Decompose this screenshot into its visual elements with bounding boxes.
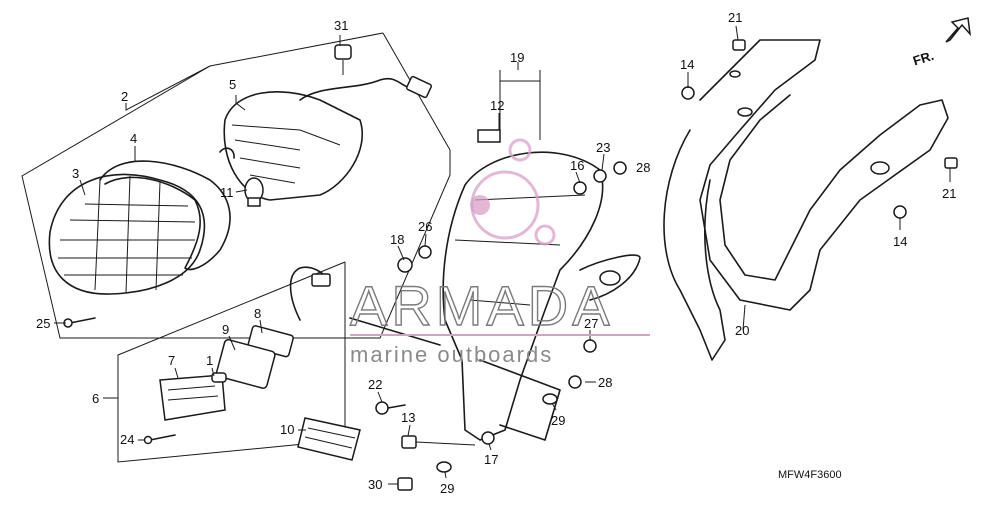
callout-26: 26 [418,219,432,234]
watermark: ARMADA marine outboards [349,138,650,367]
washer-29b [542,393,558,405]
callout-24: 24 [120,432,134,447]
callout-6: 6 [92,391,99,406]
callout-2: 2 [121,89,128,104]
callout-12: 12 [490,98,504,113]
taillight-lens [48,173,206,295]
nut-17 [481,431,495,445]
nut-14b [893,205,907,219]
callout-5: 5 [229,77,236,92]
collar-26 [418,245,432,259]
leader-lines [54,25,951,485]
callout-23: 23 [596,140,610,155]
callout-13: 13 [401,410,415,425]
bolt-21a [732,39,746,51]
callout-20: 20 [735,323,749,338]
callout-28b: 28 [598,375,612,390]
callout-16: 16 [570,158,584,173]
nut-31 [334,44,352,75]
nut-14a [681,86,695,100]
callout-30: 30 [368,477,382,492]
callout-25: 25 [36,316,50,331]
callout-14b: 14 [893,234,907,249]
grab-rail [663,39,949,361]
callout-27: 27 [584,316,598,331]
callout-22: 22 [368,377,382,392]
callout-10: 10 [280,422,294,437]
callout-8: 8 [254,306,261,321]
washer-29a [436,461,452,473]
bracket [349,317,561,441]
callout-21a: 21 [728,10,742,25]
callouts: 31 2 5 4 3 11 25 19 12 23 28 16 26 18 21… [36,10,956,496]
callout-21b: 21 [942,186,956,201]
taillight-gasket [99,160,231,271]
callout-19: 19 [510,50,524,65]
callout-1: 1 [206,353,213,368]
callout-4: 4 [130,131,137,146]
bulb-11 [244,177,264,207]
watermark-tagline: marine outboards [350,342,553,367]
callout-17: 17 [484,452,498,467]
collar-28b [568,375,582,389]
callout-28a: 28 [636,160,650,175]
gasket-9 [215,339,276,389]
lens-7 [159,374,226,421]
callout-29a: 29 [551,413,565,428]
taillight-group-frame [21,32,451,339]
callout-14a: 14 [680,57,694,72]
part-code: MFW4F3600 [778,469,842,481]
screw-24 [143,434,176,445]
bolt-30 [397,477,413,491]
nut-16 [573,181,587,195]
rear-fender [442,129,641,441]
front-arrow-icon [945,17,972,43]
front-marker: FR. [911,48,936,69]
rubber-23 [593,169,607,183]
callout-7: 7 [168,353,175,368]
callout-3: 3 [72,166,79,181]
callout-11: 11 [220,185,234,200]
bolt-13 [401,435,417,449]
license-light-group-frame [117,261,346,463]
collar-28a [613,161,627,175]
watermark-brand: ARMADA [350,274,614,337]
collar-27 [583,339,597,353]
screw-25 [63,317,96,328]
callout-9: 9 [222,322,229,337]
callout-18: 18 [390,232,404,247]
reflector-10 [297,417,361,461]
nut-18 [397,257,413,273]
taillight-housing [219,75,433,201]
license-wire [289,266,331,321]
bolt-21b [944,157,958,169]
callout-31: 31 [334,18,348,33]
bulb-1 [211,372,227,383]
callout-29b: 29 [440,481,454,496]
